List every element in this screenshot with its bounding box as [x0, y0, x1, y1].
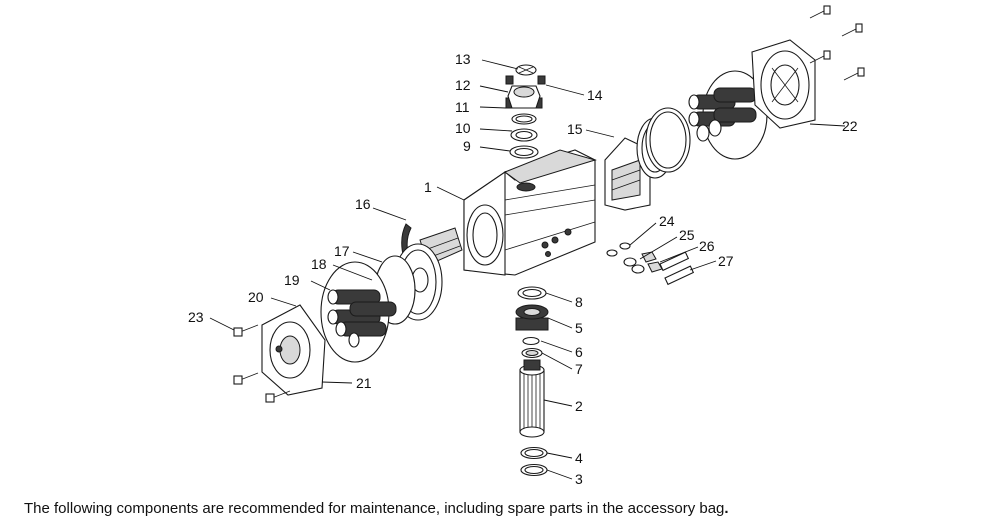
callout-3: 3	[575, 471, 583, 487]
callout-27: 27	[718, 253, 734, 269]
callout-16: 16	[355, 196, 371, 212]
callout-8: 8	[575, 294, 583, 310]
callout-20: 20	[248, 289, 264, 305]
callout-5: 5	[575, 320, 583, 336]
callout-9: 9	[463, 138, 471, 154]
callout-10: 10	[455, 120, 471, 136]
callout-25: 25	[679, 227, 695, 243]
callout-4: 4	[575, 450, 583, 466]
callout-7: 7	[575, 361, 583, 377]
callout-23: 23	[188, 309, 204, 325]
caption-text: The following components are recommended…	[24, 500, 725, 517]
callout-19: 19	[284, 272, 300, 288]
callout-1: 1	[424, 179, 432, 195]
callout-17: 17	[334, 243, 350, 259]
callout-18: 18	[311, 256, 327, 272]
diagram-caption: The following components are recommended…	[24, 500, 984, 517]
callout-11: 11	[455, 99, 470, 115]
left-parts	[233, 223, 463, 403]
callout-21: 21	[356, 375, 372, 391]
actuator-body	[463, 149, 597, 276]
callout-14: 14	[587, 87, 603, 103]
spring-set-right	[688, 87, 757, 142]
hardware-right	[606, 242, 695, 286]
callout-24: 24	[659, 213, 675, 229]
callout-22: 22	[842, 118, 858, 134]
callout-labels: 1 2 3 4 5 6 7 8 9 10 11 12 13 14 15 16 1…	[188, 51, 858, 487]
callout-26: 26	[699, 238, 715, 254]
bolts-right-cover	[809, 5, 865, 81]
callout-2: 2	[575, 398, 583, 414]
bottom-parts	[515, 286, 549, 477]
callout-13: 13	[455, 51, 471, 67]
caption-end-mark: .	[724, 500, 729, 517]
spring-set-left	[327, 289, 397, 348]
leader-lines	[209, 59, 846, 480]
top-parts	[505, 64, 546, 159]
right-parts	[604, 5, 865, 286]
callout-15: 15	[567, 121, 583, 137]
bolts-left-cover	[233, 324, 291, 403]
exploded-parts-diagram: 1 2 3 4 5 6 7 8 9 10 11 12 13 14 15 16 1…	[188, 5, 865, 487]
callout-12: 12	[455, 77, 471, 93]
callout-6: 6	[575, 344, 583, 360]
